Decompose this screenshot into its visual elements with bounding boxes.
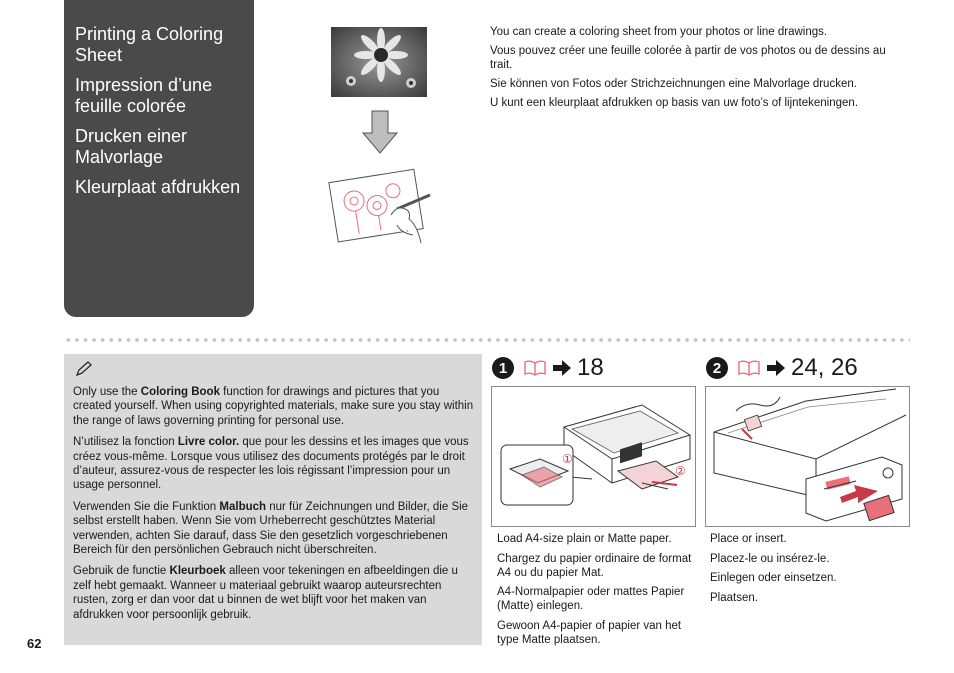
title-en: Printing a Coloring Sheet (75, 24, 224, 65)
title-de: Drucken einer Malvorlage (75, 126, 188, 167)
intro-de: Sie können von Fotos oder Strichzeichnun… (490, 78, 857, 90)
note-paragraph-nl: Gebruik de functie Kleurboek alleen voor… (73, 565, 458, 621)
printer-paper-tray-image: ① ② (500, 404, 691, 506)
flower-photo-image (328, 27, 431, 244)
step-2-line-en: Place or insert. (710, 533, 787, 545)
step-1-figure: ① ② (491, 386, 696, 527)
scanner-memory-card-image (713, 388, 907, 522)
arrow-right-icon (553, 360, 571, 376)
arrow-right-icon (767, 360, 785, 376)
title-nl: Kleurplaat afdrukken (75, 177, 241, 197)
note-paragraph-en: Only use the Coloring Book function for … (73, 386, 474, 427)
step-1-text: Load A4-size plain or Matte paper. Charg… (497, 532, 697, 652)
step-2-header: 2 24, 26 (706, 354, 858, 382)
intro-text: You can create a coloring sheet from you… (490, 25, 910, 115)
step-2-text: Place or insert. Placez-le ou insérez-le… (710, 532, 905, 610)
step-2-line-de: Einlegen oder einsetzen. (710, 572, 837, 584)
step-number-badge: 2 (706, 357, 728, 379)
intro-en: You can create a coloring sheet from you… (490, 26, 828, 38)
step-1-line-fr: Chargez du papier ordinaire de format A4… (497, 552, 692, 579)
intro-fr: Vous pouvez créer une feuille colorée à … (490, 45, 886, 71)
step-2-line-fr: Placez-le ou insérez-le. (710, 552, 830, 565)
page-reference: 18 (577, 354, 604, 381)
step-2-figure (705, 386, 910, 527)
step-1-header: 1 18 (492, 354, 604, 382)
callout-1-label: ① (562, 452, 573, 466)
note-paragraph-de: Verwenden Sie die Funktion Malbuch nur f… (73, 500, 469, 557)
pencil-note-icon (75, 361, 92, 377)
book-icon (738, 360, 760, 376)
note-paragraph-fr: N’utilisez la fonction Livre color. que … (73, 436, 469, 492)
coloring-illustration (325, 25, 435, 250)
step-1-line-de: A4-Normalpapier oder mattes Papier (Matt… (497, 586, 685, 612)
step-1-line-en: Load A4-size plain or Matte paper. (497, 533, 672, 545)
dotted-divider (64, 338, 910, 342)
intro-nl: U kunt een kleurplaat afdrukken op basis… (490, 97, 859, 109)
book-icon (524, 360, 546, 376)
page-number: 62 (27, 636, 42, 651)
callout-2-label: ② (675, 464, 686, 478)
sidebar-title-panel: Printing a Coloring Sheet Impression d’u… (64, 0, 254, 317)
step-2-line-nl: Plaatsen. (710, 591, 758, 604)
step-number-badge: 1 (492, 357, 514, 379)
page-reference: 24, 26 (791, 354, 858, 381)
title-fr: Impression d’une feuille colorée (75, 75, 213, 116)
step-1-line-nl: Gewoon A4-papier of papier van het type … (497, 619, 682, 646)
note-box: Only use the Coloring Book function for … (64, 354, 482, 645)
